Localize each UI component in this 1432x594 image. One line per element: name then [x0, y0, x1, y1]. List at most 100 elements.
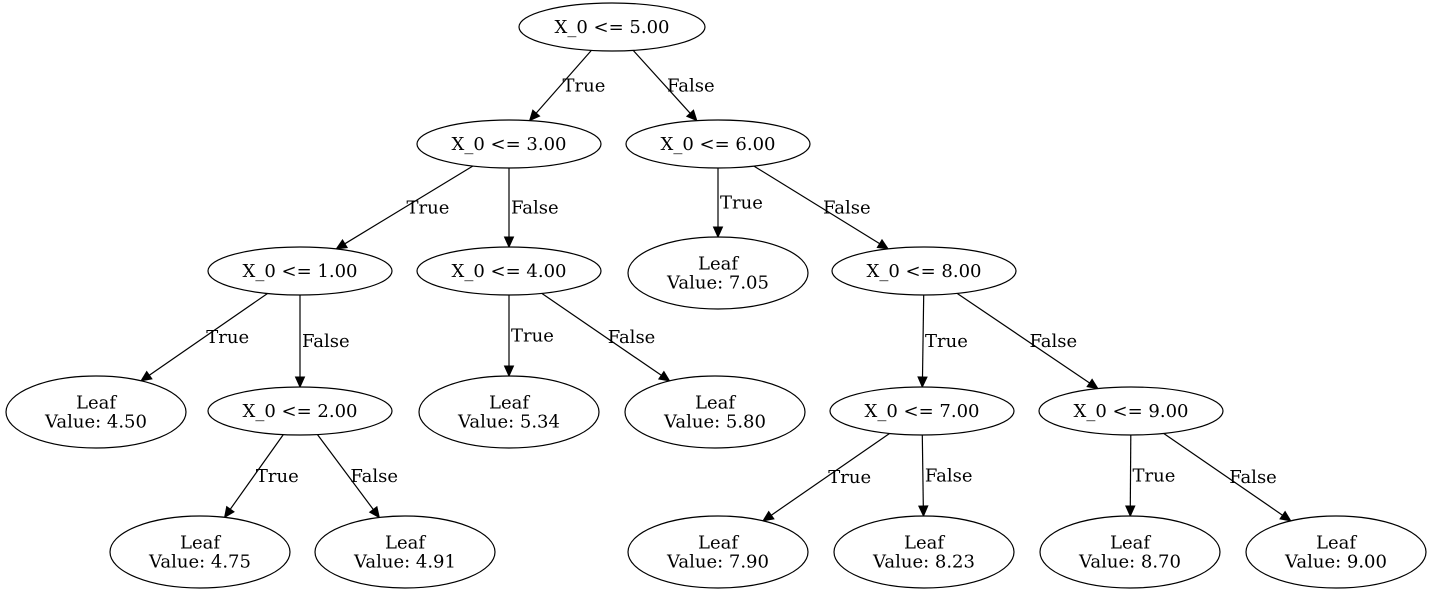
split-condition: X_0 <= 1.00 — [243, 261, 358, 282]
node-ellipse — [831, 246, 1017, 296]
leaf-value: Value: 4.75 — [148, 552, 251, 573]
node-ellipse — [1039, 515, 1221, 589]
node-ellipse — [829, 386, 1015, 436]
edge-label: True — [1133, 466, 1176, 487]
edge-n4-n8: True — [140, 293, 268, 382]
arrowhead-icon — [335, 238, 349, 250]
leaf-value: Value: 8.23 — [872, 552, 975, 573]
node-ellipse — [833, 515, 1015, 589]
edge-n9-n15: False — [317, 434, 398, 519]
arrowhead-icon — [368, 505, 381, 519]
leaf-title: Leaf — [385, 533, 426, 554]
leaf-value: Value: 8.70 — [1078, 552, 1181, 573]
edge-line — [921, 434, 924, 507]
edge-label: True — [925, 331, 968, 352]
arrowhead-icon — [876, 238, 890, 250]
node-ellipse — [314, 515, 496, 589]
split-condition: X_0 <= 8.00 — [867, 261, 982, 282]
node-ellipse — [1245, 515, 1427, 589]
arrowhead-icon — [223, 505, 235, 519]
edge-n13-n18: True — [1125, 434, 1176, 518]
split-condition: X_0 <= 2.00 — [243, 401, 358, 422]
arrowhead-icon — [918, 505, 929, 518]
arrowhead-icon — [503, 365, 515, 378]
node-ellipse — [5, 375, 187, 449]
edge-n3-n6: True — [712, 168, 763, 239]
node-ellipse — [109, 515, 291, 589]
edge-label: False — [823, 198, 871, 219]
split-condition: X_0 <= 4.00 — [452, 261, 567, 282]
node-ellipse — [1038, 386, 1224, 436]
arrowhead-icon — [294, 376, 306, 389]
split-condition: X_0 <= 7.00 — [865, 401, 980, 422]
edge-line — [229, 434, 284, 510]
leaf-title: Leaf — [180, 533, 221, 554]
arrowhead-icon — [503, 236, 515, 249]
leaf-value: Value: 9.00 — [1284, 552, 1387, 573]
edge-label: False — [302, 331, 350, 352]
leaf-value: Value: 5.80 — [663, 412, 766, 433]
edge-line — [1163, 432, 1283, 516]
edge-label: True — [563, 76, 606, 97]
leaf-title: Leaf — [489, 393, 530, 414]
leaf-title: Leaf — [76, 393, 117, 414]
edge-label: True — [206, 327, 249, 348]
arrowhead-icon — [1086, 378, 1099, 390]
split-node-n12: X_0 <= 7.00 — [829, 386, 1015, 436]
node-ellipse — [416, 119, 602, 169]
edge-label: False — [667, 76, 715, 97]
leaf-title: Leaf — [698, 533, 739, 554]
edge-n2-n4: True — [335, 165, 474, 250]
edge-n12-n17: False — [918, 434, 973, 518]
split-node-n1: X_0 <= 5.00 — [518, 2, 706, 52]
node-ellipse — [416, 246, 602, 296]
leaf-title: Leaf — [698, 254, 739, 275]
edge-line — [921, 294, 925, 378]
leaf-title: Leaf — [1110, 533, 1151, 554]
node-ellipse — [418, 375, 600, 449]
edge-n2-n5: False — [503, 168, 559, 249]
arrowhead-icon — [1279, 510, 1292, 522]
edge-line — [541, 292, 662, 376]
edge-n1-n2: True — [528, 50, 606, 122]
leaf-value: Value: 4.50 — [44, 412, 147, 433]
edge-label: False — [1229, 467, 1277, 488]
edge-label: False — [1030, 331, 1078, 352]
split-condition: X_0 <= 6.00 — [661, 134, 776, 155]
node-ellipse — [518, 2, 706, 52]
leaf-value: Value: 7.05 — [666, 273, 769, 294]
split-condition: X_0 <= 5.00 — [555, 17, 670, 38]
edge-label: True — [407, 198, 450, 219]
arrowhead-icon — [762, 510, 775, 522]
edge-line — [632, 49, 691, 114]
edge-line — [770, 433, 890, 516]
edge-label: False — [350, 466, 398, 487]
edge-line — [317, 434, 374, 510]
split-node-n3: X_0 <= 6.00 — [625, 119, 811, 169]
split-node-n5: X_0 <= 4.00 — [416, 246, 602, 296]
edge-label: False — [511, 198, 559, 219]
node-ellipse — [627, 236, 809, 310]
leaf-title: Leaf — [904, 533, 945, 554]
edge-n13-n19: False — [1163, 432, 1292, 522]
edge-n5-n11: False — [541, 292, 671, 382]
edge-label: False — [608, 327, 656, 348]
arrowhead-icon — [685, 109, 698, 122]
edge-label: True — [256, 466, 299, 487]
edge-n12-n16: True — [762, 433, 890, 522]
edge-n7-n13: False — [956, 292, 1099, 390]
leaf-value: Value: 5.34 — [457, 412, 560, 433]
leaf-value: Value: 4.91 — [353, 552, 456, 573]
edge-n5-n10: True — [503, 295, 554, 378]
edge-line — [753, 165, 880, 245]
leaf-title: Leaf — [695, 393, 736, 414]
